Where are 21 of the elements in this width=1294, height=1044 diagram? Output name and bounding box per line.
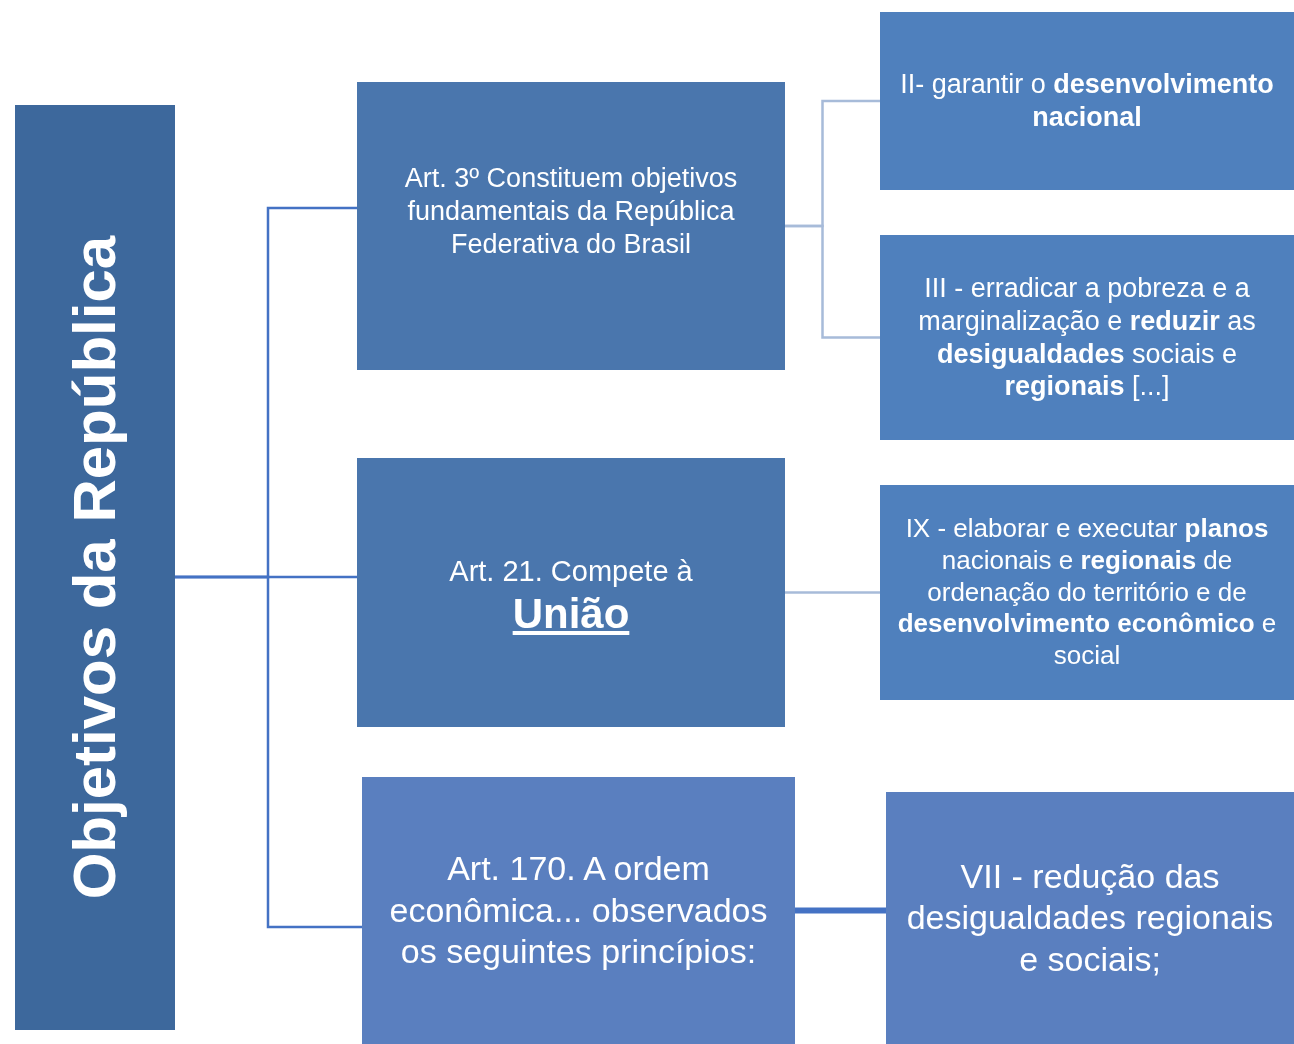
text-box — [357, 458, 785, 727]
text-box — [880, 485, 1294, 700]
article-text: Art. 3º Constituem objetivos fundamentais da República Federativa do Brasil — [403, 162, 739, 261]
text-box — [886, 792, 1294, 1044]
article-text: IX - elaborar e executar planos nacionais e regionais de ordenação do território e de desenvolvimento econômico e social — [896, 513, 1278, 672]
emphasized-term: União — [512, 595, 630, 631]
text-box — [357, 82, 785, 370]
text-box — [362, 777, 795, 1044]
article-text: III - erradicar a pobreza e a marginalização e reduzir as desigualdades sociais e regionais [...] — [917, 271, 1257, 404]
connector-line — [785, 224, 880, 339]
text-box — [880, 235, 1294, 440]
article-text: VII - redução das desigualdades regionais e sociais; — [905, 855, 1275, 980]
connector-line — [795, 907, 886, 914]
vertical-heading: Objetivos da República — [60, 235, 130, 900]
connector-line — [785, 591, 880, 594]
title-band — [15, 105, 175, 1030]
connector-line — [175, 575, 362, 929]
article-text: II- garantir o desenvolvimento nacional — [899, 68, 1275, 134]
text-box — [880, 12, 1294, 190]
article-text: Art. 21. Compete à — [449, 554, 693, 590]
article-text: Art. 170. A ordem econômica... observados os seguintes princípios: — [388, 848, 769, 973]
